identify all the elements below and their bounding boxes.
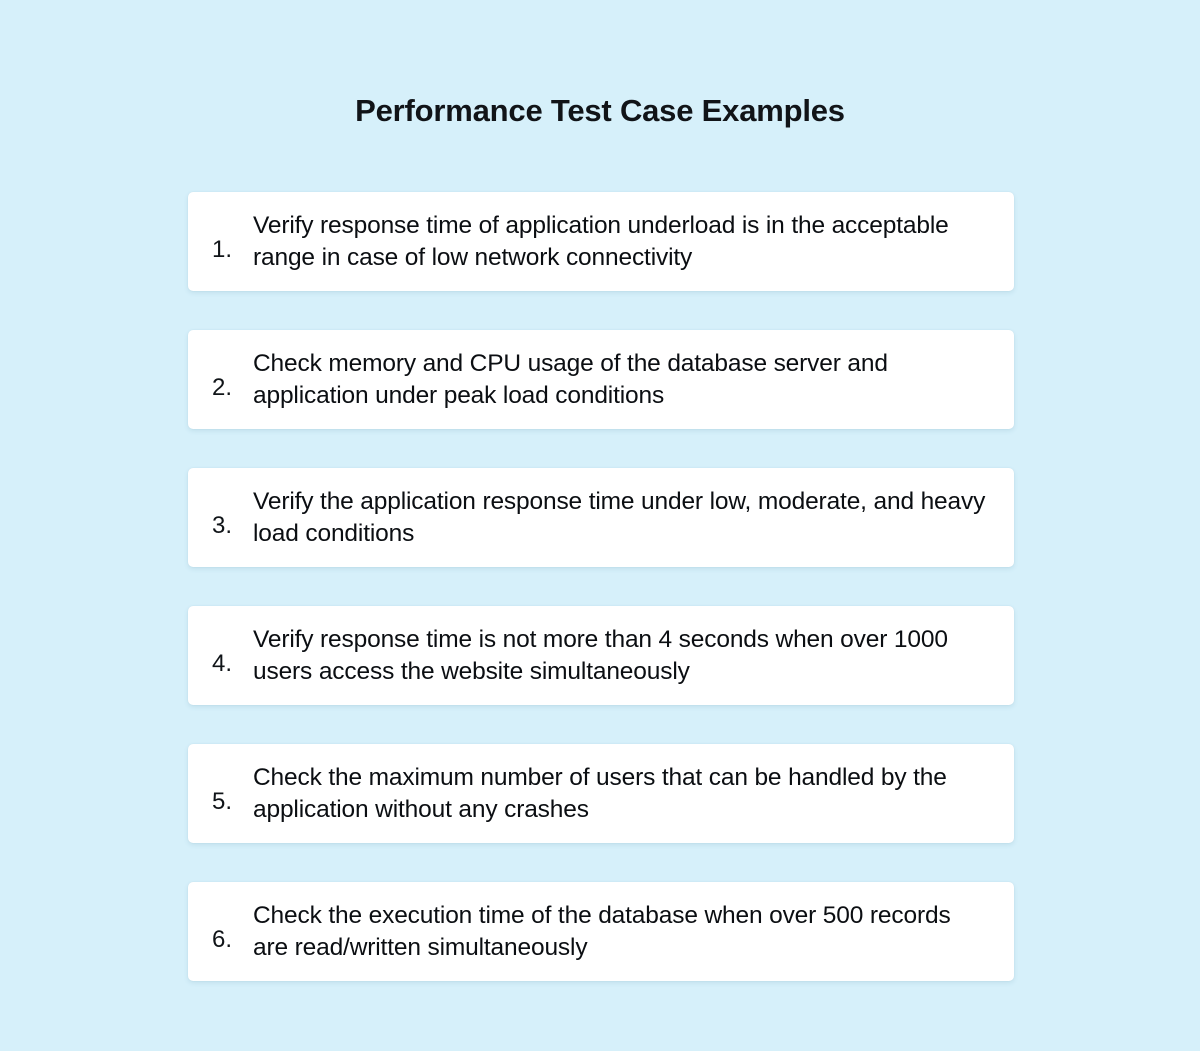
page-title: Performance Test Case Examples	[355, 93, 845, 128]
list-item-number: 1.	[212, 235, 233, 263]
list-item: 3. Verify the application response time …	[188, 468, 1014, 567]
list-item: 5. Check the maximum number of users tha…	[188, 744, 1014, 843]
list-item-text: Check the execution time of the database…	[253, 902, 951, 961]
list-item-number: 3.	[212, 511, 233, 539]
list-item-number: 5.	[212, 787, 233, 815]
list-item-text: Verify response time of application unde…	[253, 212, 949, 271]
list-item-text: Check memory and CPU usage of the databa…	[253, 350, 888, 409]
list-item-text: Verify the application response time und…	[253, 488, 986, 547]
list-item: 2. Check memory and CPU usage of the dat…	[188, 330, 1014, 429]
list-item-number: 6.	[212, 925, 233, 953]
list-item-number: 2.	[212, 373, 233, 401]
list-item-text: Verify response time is not more than 4 …	[253, 626, 948, 685]
list-item: 6. Check the execution time of the datab…	[188, 882, 1014, 981]
list-item-text: Check the maximum number of users that c…	[253, 764, 947, 823]
list-item: 4. Verify response time is not more than…	[188, 606, 1014, 705]
list-item-number: 4.	[212, 649, 233, 677]
test-case-list: 1. Verify response time of application u…	[188, 192, 1014, 981]
list-item: 1. Verify response time of application u…	[188, 192, 1014, 291]
